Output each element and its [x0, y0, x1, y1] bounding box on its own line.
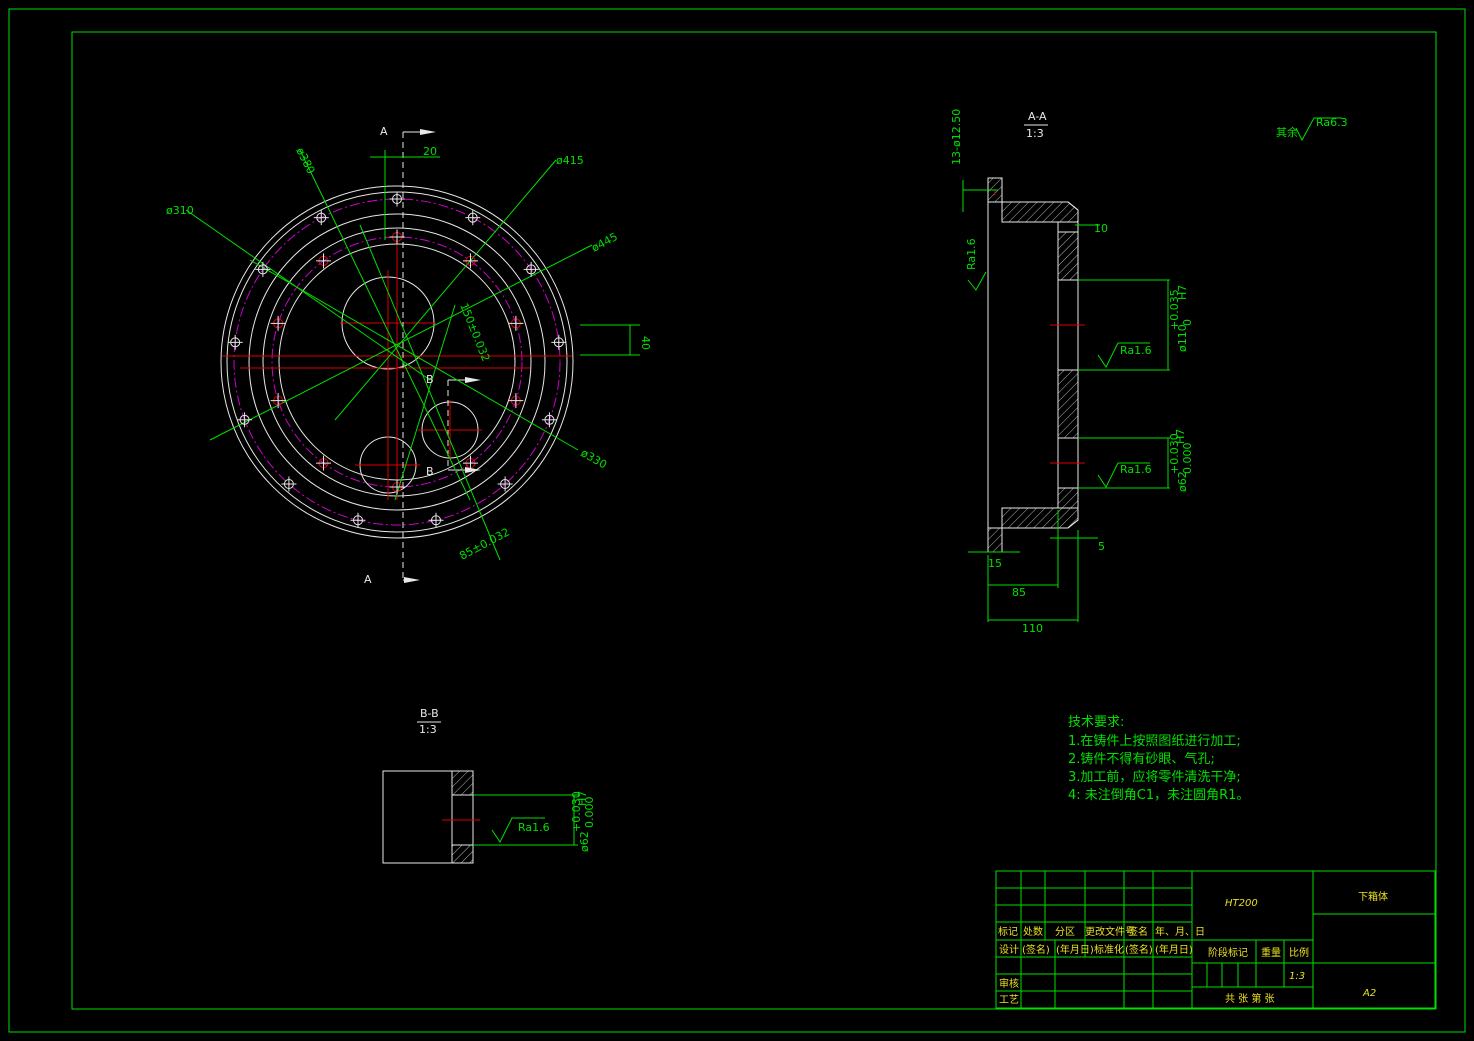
- tb-h-zone: 分区: [1055, 926, 1075, 938]
- tb-check: 审核: [999, 977, 1019, 990]
- dim-d445: ø445: [589, 230, 620, 254]
- bb-ra: Ra1.6: [518, 821, 550, 834]
- roughness-symbol: [1295, 117, 1342, 142]
- dim-85-side: 85: [1012, 586, 1026, 599]
- dim-40: 40: [639, 336, 652, 350]
- tb-standard: 标准化: [1094, 943, 1124, 956]
- tb-stage: 阶段标记: [1208, 946, 1248, 959]
- tb-h-docno: 更改文件号: [1085, 925, 1135, 938]
- dim-d62: ø62: [1176, 471, 1189, 492]
- tb-sign1: (签名): [1022, 943, 1050, 956]
- bb-tol-low: 0.000: [583, 797, 596, 829]
- section-aa-label: A-A: [1028, 110, 1047, 123]
- section-aa-view: [962, 177, 1170, 622]
- section-bb-scale: 1:3: [419, 723, 437, 736]
- tb-h-mark: 标记: [998, 926, 1018, 938]
- outer-circle-445: [220, 185, 574, 539]
- bolt-holes: [227, 191, 567, 528]
- tb-h-sign: 签名: [1128, 925, 1148, 938]
- ra-low: Ra1.6: [1120, 463, 1152, 476]
- tb-date2: (年月日): [1155, 943, 1193, 956]
- tech-title: 技术要求:: [1068, 715, 1124, 730]
- dim-d62-tol-up: +0.030: [1168, 433, 1181, 474]
- dim-d330: ø330: [579, 446, 610, 471]
- cut-label-a-bottom: A: [364, 573, 372, 586]
- tech-item-1: 1.在铸件上按照图纸进行加工;: [1068, 733, 1241, 749]
- ra-left: Ra1.6: [965, 238, 978, 270]
- dim-d110: ø110: [1176, 324, 1189, 352]
- tb-part-name: 下箱体: [1358, 890, 1388, 903]
- tech-item-4: 4: 未注倒角C1，未注圆角R1。: [1068, 788, 1249, 803]
- dim-d415: ø415: [556, 154, 584, 167]
- dim-10: 10: [1094, 222, 1108, 235]
- section-bb-view: [382, 770, 578, 864]
- dim-holes: 13-ø12.50: [950, 109, 963, 165]
- dim-15: 15: [988, 557, 1002, 570]
- circle-380: [248, 213, 546, 511]
- dim-d310: ø310: [166, 204, 194, 217]
- tb-h-date: 年、月、日: [1155, 925, 1205, 938]
- tb-material: HT200: [1225, 898, 1258, 909]
- dim-d110-tol-low: 0: [1181, 319, 1194, 326]
- tb-design: 设计: [999, 943, 1019, 956]
- inner-frame: [71, 31, 1437, 1010]
- tb-sheet-size: A2: [1362, 988, 1376, 999]
- tech-item-2: 2.铸件不得有砂眼、气孔;: [1068, 751, 1215, 767]
- roughness-other-label: 其余: [1276, 125, 1298, 139]
- front-view: [185, 129, 640, 583]
- dim-110-side: 110: [1022, 622, 1043, 635]
- bb-d62: ø62: [578, 831, 591, 852]
- dim-d380: ø380: [293, 145, 317, 176]
- section-aa-scale: 1:3: [1026, 127, 1044, 140]
- tech-item-3: 3.加工前，应将零件清洗干净;: [1068, 769, 1241, 785]
- cut-label-b-bottom: B: [426, 465, 434, 478]
- technical-requirements: 技术要求: 1.在铸件上按照图纸进行加工; 2.铸件不得有砂眼、气孔; 3.加工…: [1068, 715, 1249, 803]
- title-block: [995, 870, 1436, 1009]
- tb-scale: 1:3: [1289, 971, 1305, 982]
- tb-sign2: (签名): [1125, 943, 1153, 956]
- dim-5: 5: [1098, 540, 1105, 553]
- ra-mid: Ra1.6: [1120, 344, 1152, 357]
- dim-d62-fit: H7: [1174, 429, 1187, 444]
- section-bb-label: B-B: [420, 707, 439, 720]
- bb-tol-up: +0.030: [570, 791, 583, 832]
- tb-ratio: 比例: [1289, 946, 1309, 959]
- cut-label-b-top: B: [426, 373, 434, 386]
- dim-85: 85±0.032: [457, 525, 511, 562]
- bb-fit: H7: [576, 791, 589, 806]
- tb-date1: (年月日): [1056, 943, 1094, 956]
- outer-frame: [8, 8, 1466, 1033]
- tb-h-count: 处数: [1023, 925, 1043, 938]
- bolt-pitch-circle: [233, 198, 561, 526]
- tb-weight: 重量: [1261, 946, 1281, 959]
- dim-20: 20: [423, 145, 437, 158]
- tb-process: 工艺: [999, 994, 1019, 1006]
- dim-150: 150±0.032: [457, 301, 492, 363]
- dim-d62-tol-low: 0.000: [1181, 443, 1194, 475]
- roughness-other-value: Ra6.3: [1316, 116, 1348, 129]
- inner-pitch-circle: [271, 236, 523, 488]
- dim-d110-tol-up: +0.035: [1168, 289, 1181, 330]
- tb-sheets: 共 张 第 张: [1225, 992, 1275, 1005]
- cut-label-a-top: A: [380, 125, 388, 138]
- dim-d110-fit: H7: [1176, 285, 1189, 300]
